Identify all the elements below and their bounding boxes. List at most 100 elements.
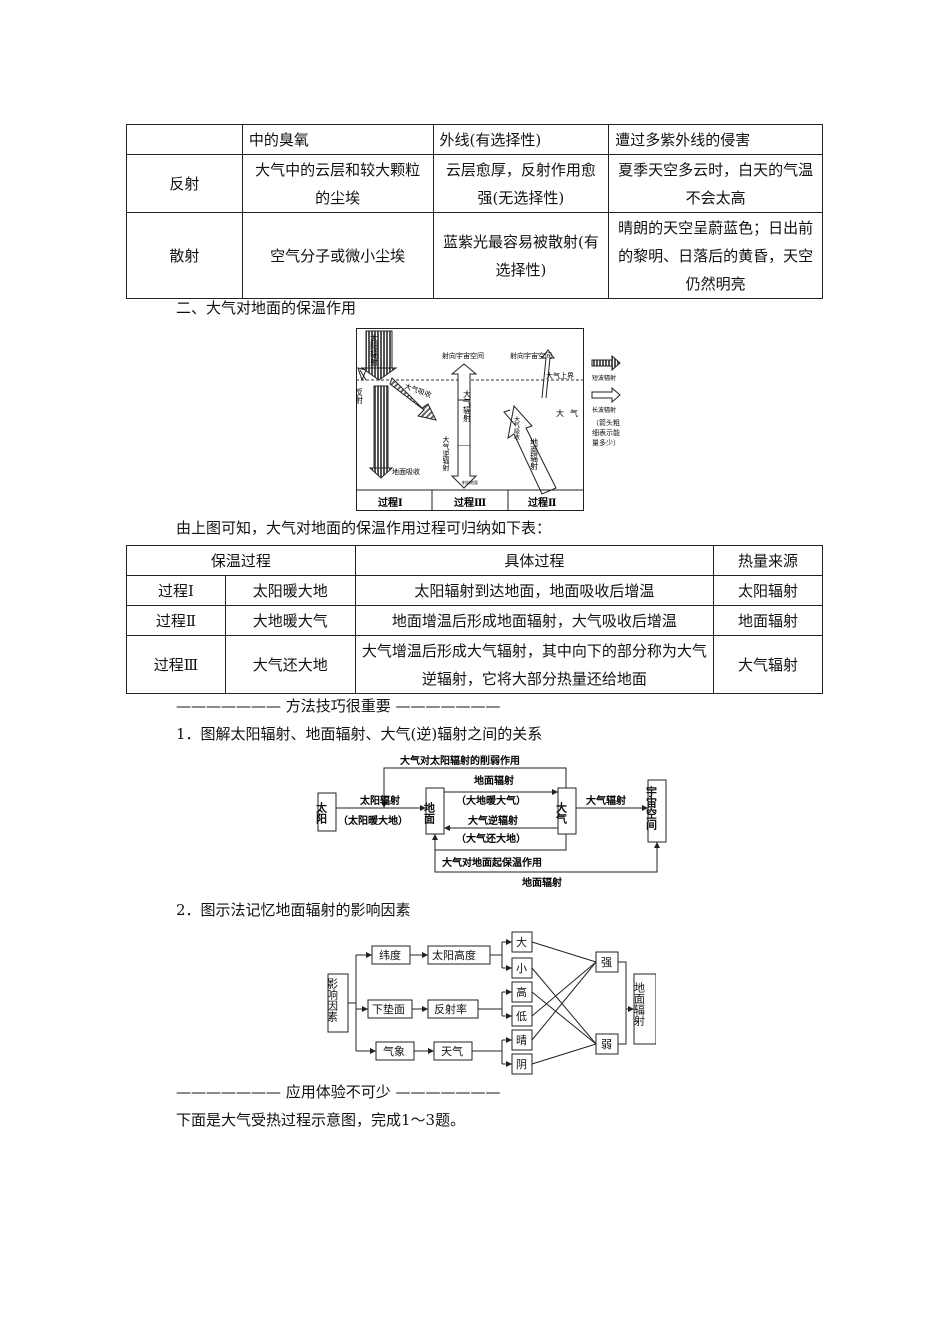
table-cell: 大气增温后形成大气辐射，其中向下的部分称为大气逆辐射，它将大部分热量还给地面 bbox=[354, 635, 715, 694]
diagram-label: 高 bbox=[516, 985, 527, 999]
diagram-label: 地面吸收 bbox=[392, 467, 420, 476]
long-wave-legend-icon bbox=[591, 386, 621, 404]
table-row: 过程Ⅱ 大地暖大气 地面增温后形成地面辐射，大气吸收后增温 地面辐射 bbox=[126, 605, 823, 636]
diagram-label: 大气对太阳辐射的削弱作用 bbox=[400, 754, 520, 767]
table-cell: 中的臭氧 bbox=[241, 124, 434, 155]
diagram-label: （大气还大地） bbox=[456, 832, 526, 845]
table-cell: 太阳暖大地 bbox=[224, 575, 356, 606]
ground-radiation-arrow bbox=[507, 404, 557, 495]
diagram-label: 纬度 bbox=[379, 948, 401, 962]
process-label: 过程Ⅲ bbox=[454, 496, 486, 509]
table-cell bbox=[126, 124, 243, 155]
radiation-weakening-table: 中的臭氧 外线(有选择性) 遭过多紫外线的侵害 反射 大气中的云层和较大颗粒的尘… bbox=[126, 124, 823, 299]
diagram-label: 反射率 bbox=[434, 1002, 467, 1016]
table-header: 具体过程 bbox=[354, 545, 715, 576]
sun-radiation-arrow bbox=[373, 385, 389, 469]
diagram-label: （大地暖大气） bbox=[456, 794, 526, 807]
section-divider: ——————— 方法技巧很重要 ——————— bbox=[176, 697, 501, 715]
diagram-label: 小 bbox=[516, 962, 527, 975]
table-cell: 晴朗的天空呈蔚蓝色；日出前的黎明、日落后的黄昏，天空仍然明亮 bbox=[608, 212, 823, 299]
diagram-label: 影响因素 bbox=[326, 978, 339, 1022]
table-cell: 散射 bbox=[126, 212, 243, 299]
table-cell: 过程Ⅲ bbox=[126, 635, 226, 694]
section-divider: ——————— 应用体验不可少 ——————— bbox=[176, 1083, 501, 1101]
process-label: 过程Ⅱ bbox=[528, 496, 556, 509]
table-cell: 遭过多紫外线的侵害 bbox=[608, 124, 823, 155]
atmosphere-label: 大气 bbox=[555, 801, 569, 825]
list-item: 1．图解太阳辐射、地面辐射、大气(逆)辐射之间的关系 bbox=[176, 725, 543, 743]
legend-note: （箭头粗细表示能量多少） bbox=[592, 419, 620, 447]
table-cell: 大气还大地 bbox=[224, 635, 356, 694]
atmosphere-box bbox=[557, 787, 577, 835]
table-row: 反射 大气中的云层和较大颗粒的尘埃 云层愈厚，反射作用愈强(无选择性) 夏季天空… bbox=[126, 154, 823, 213]
diagram-label: 天气 bbox=[441, 1044, 463, 1058]
table-row: 过程Ⅲ 大气还大地 大气增温后形成大气辐射，其中向下的部分称为大气逆辐射，它将大… bbox=[126, 635, 823, 694]
intro-text: 由上图可知，大气对地面的保温作用过程可归纳如下表： bbox=[176, 519, 552, 537]
table-cell: 过程Ⅰ bbox=[126, 575, 226, 606]
ground-radiation-factors-diagram: 影响因素 纬度 太阳高度 下垫面 反射率 气象 天气 大 小 高 低 晴 阴 强… bbox=[326, 931, 656, 1075]
radiation-relationship-diagram: 太阳 地面 大气 宇宙空间 大气对太阳辐射的削弱作用 太阳辐射 （太阳暖大地） … bbox=[316, 754, 667, 889]
table-row: 散射 空气分子或微小尘埃 蓝紫光最容易被散射(有选择性) 晴朗的天空呈蔚蓝色；日… bbox=[126, 212, 823, 299]
diagram-label: 下垫面 bbox=[372, 1002, 405, 1016]
diagram-label: 大气对地面起保温作用 bbox=[442, 856, 542, 869]
table-row: 过程Ⅰ 太阳暖大地 太阳辐射到达地面，地面吸收后增温 太阳辐射 bbox=[126, 575, 823, 606]
table-cell: 过程Ⅱ bbox=[126, 605, 226, 636]
diagram-label: 地面辐射 bbox=[522, 876, 562, 889]
legend-label: 长波辐射 bbox=[592, 406, 616, 414]
diagram-label: 弱 bbox=[601, 1038, 612, 1051]
section-heading: 二、大气对地面的保温作用 bbox=[176, 299, 357, 317]
table-cell: 大气辐射 bbox=[713, 635, 823, 694]
diagram-label: 太阳高度 bbox=[432, 948, 476, 962]
table-row: 中的臭氧 外线(有选择性) 遭过多紫外线的侵害 bbox=[126, 124, 823, 155]
sun-box bbox=[317, 792, 337, 832]
absorb-arrow bbox=[389, 377, 437, 421]
table-cell: 外线(有选择性) bbox=[432, 124, 610, 155]
diagram-label: 低 bbox=[516, 1010, 527, 1023]
diagram-label: 射向宇宙空间 bbox=[442, 351, 484, 360]
ground-label: 地面 bbox=[423, 801, 436, 825]
table-cell: 云层愈厚，反射作用愈强(无选择性) bbox=[432, 154, 610, 213]
diagram-label: 晴 bbox=[516, 1034, 527, 1047]
paragraph: 下面是大气受热过程示意图，完成1～3题。 bbox=[176, 1111, 466, 1129]
diagram-label: 射向宇宙空间 bbox=[510, 351, 552, 360]
diagram-label: 大气 bbox=[556, 408, 584, 418]
table-cell: 地面增温后形成地面辐射，大气吸收后增温 bbox=[354, 605, 715, 636]
diagram-label: 阴 bbox=[516, 1058, 527, 1071]
diagram-label: 大气逆辐射 bbox=[468, 814, 518, 827]
table-header: 热量来源 bbox=[713, 545, 823, 576]
table-cell: 太阳辐射 bbox=[713, 575, 823, 606]
legend-label: 短波辐射 bbox=[592, 374, 616, 382]
diagram-label: 大气上界 bbox=[546, 371, 574, 380]
diagram-label: 大气逆辐射 bbox=[442, 435, 450, 472]
table-cell: 反射 bbox=[126, 154, 243, 213]
table-header: 保温过程 bbox=[126, 545, 356, 576]
diagram-label: 太阳辐射 bbox=[359, 794, 400, 807]
diagram-label: 反射 bbox=[356, 387, 364, 405]
table-cell: 太阳辐射到达地面，地面吸收后增温 bbox=[354, 575, 715, 606]
diagram-label: 地面辐射 bbox=[474, 774, 514, 787]
insulation-process-table: 保温过程 具体过程 热量来源 过程Ⅰ 太阳暖大地 太阳辐射到达地面，地面吸收后增… bbox=[126, 545, 823, 694]
table-cell: 空气分子或微小尘埃 bbox=[241, 212, 434, 299]
table-cell: 地面辐射 bbox=[713, 605, 823, 636]
table-cell: 夏季天空多云时，白天的气温不会太高 bbox=[608, 154, 823, 213]
diagram-label: 地面辐射 bbox=[633, 982, 646, 1027]
sun-radiation-arrow bbox=[365, 330, 393, 370]
diagram-label: （太阳暖大地） bbox=[338, 814, 408, 827]
diagram-label: 大气吸收 bbox=[513, 415, 520, 441]
list-item: 2．图示法记忆地面辐射的影响因素 bbox=[176, 901, 411, 919]
diagram-label: 射向地面 bbox=[462, 479, 478, 485]
short-wave-legend-icon bbox=[591, 354, 621, 372]
diagram-label: 气象 bbox=[383, 1044, 405, 1058]
table-row: 保温过程 具体过程 热量来源 bbox=[126, 545, 823, 576]
atmosphere-heating-diagram: 太阳辐射 反射 大气吸收 地面吸收 射向宇宙空间 大气辐射 大气逆辐射 射向地面… bbox=[356, 328, 621, 511]
diagram-label: 强 bbox=[601, 956, 612, 969]
table-cell: 蓝紫光最容易被散射(有选择性) bbox=[432, 212, 610, 299]
diagram-label: 大气辐射 bbox=[586, 794, 626, 807]
process-label: 过程Ⅰ bbox=[378, 496, 403, 509]
diagram-label: 太阳辐射 bbox=[370, 333, 379, 367]
sun-label: 太阳 bbox=[316, 801, 328, 825]
table-cell: 大气中的云层和较大颗粒的尘埃 bbox=[241, 154, 434, 213]
diagram-label: 地面辐射 bbox=[530, 437, 539, 471]
diagram-label: 大气辐射 bbox=[463, 389, 472, 423]
space-label: 宇宙空间 bbox=[645, 785, 658, 831]
